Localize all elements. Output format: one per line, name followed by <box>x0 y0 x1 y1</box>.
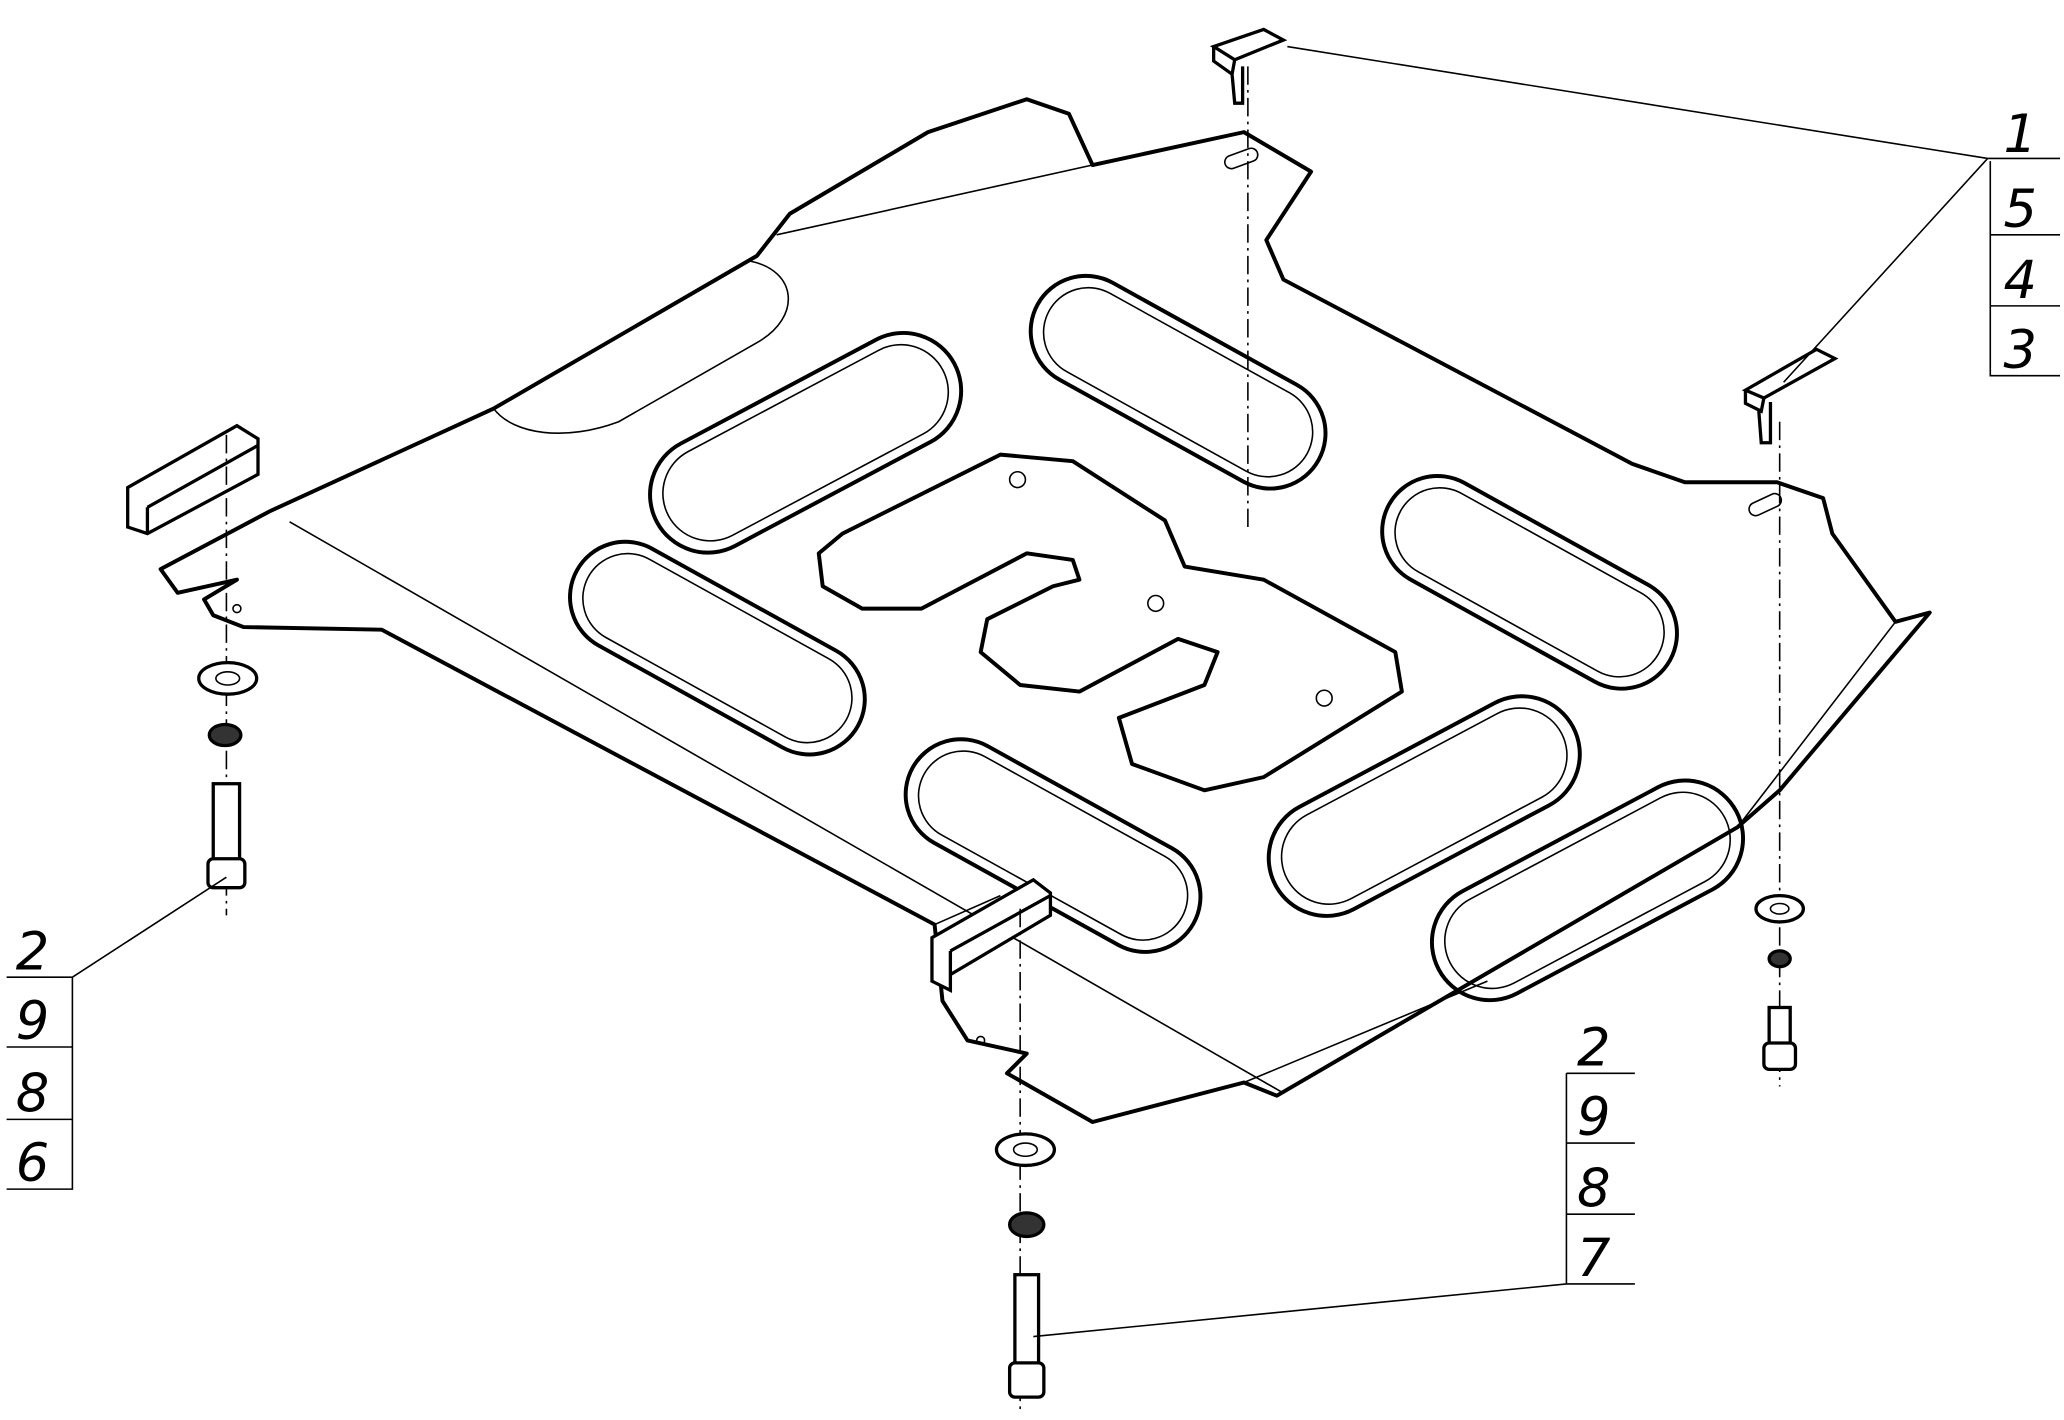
bracket-top <box>1209 27 1288 105</box>
skid-plate <box>158 97 1932 1124</box>
bracket-left <box>126 423 260 536</box>
fastener-set-right <box>1754 893 1806 1072</box>
callout-left: 2 9 8 6 <box>6 876 227 1194</box>
callout-label: 7 <box>1577 1228 1610 1289</box>
bracket-bottom <box>930 877 1053 994</box>
fastener-set-left <box>197 660 259 890</box>
callout-label: 2 <box>1577 1017 1610 1078</box>
fastener-set-bottom <box>994 1132 1057 1399</box>
center-rib <box>816 452 1404 793</box>
callout-top-right: 1 5 4 3 <box>1287 45 2061 383</box>
callout-label: 2 <box>16 921 50 982</box>
callout-label: 9 <box>16 991 50 1052</box>
callout-label: 4 <box>2003 250 2037 311</box>
callout-label: 3 <box>2003 320 2037 381</box>
callout-label: 5 <box>2003 179 2037 240</box>
oval-cutouts <box>568 273 1746 1003</box>
bracket-right <box>1741 347 1839 445</box>
callout-label: 8 <box>16 1063 50 1124</box>
callout-label: 8 <box>1577 1158 1610 1219</box>
callout-label: 1 <box>2003 104 2037 165</box>
callout-bottom: 2 9 8 7 <box>1033 1017 1635 1338</box>
callout-label: 9 <box>1577 1087 1610 1148</box>
plate-outline <box>158 97 1932 1124</box>
callout-label: 6 <box>16 1133 50 1194</box>
